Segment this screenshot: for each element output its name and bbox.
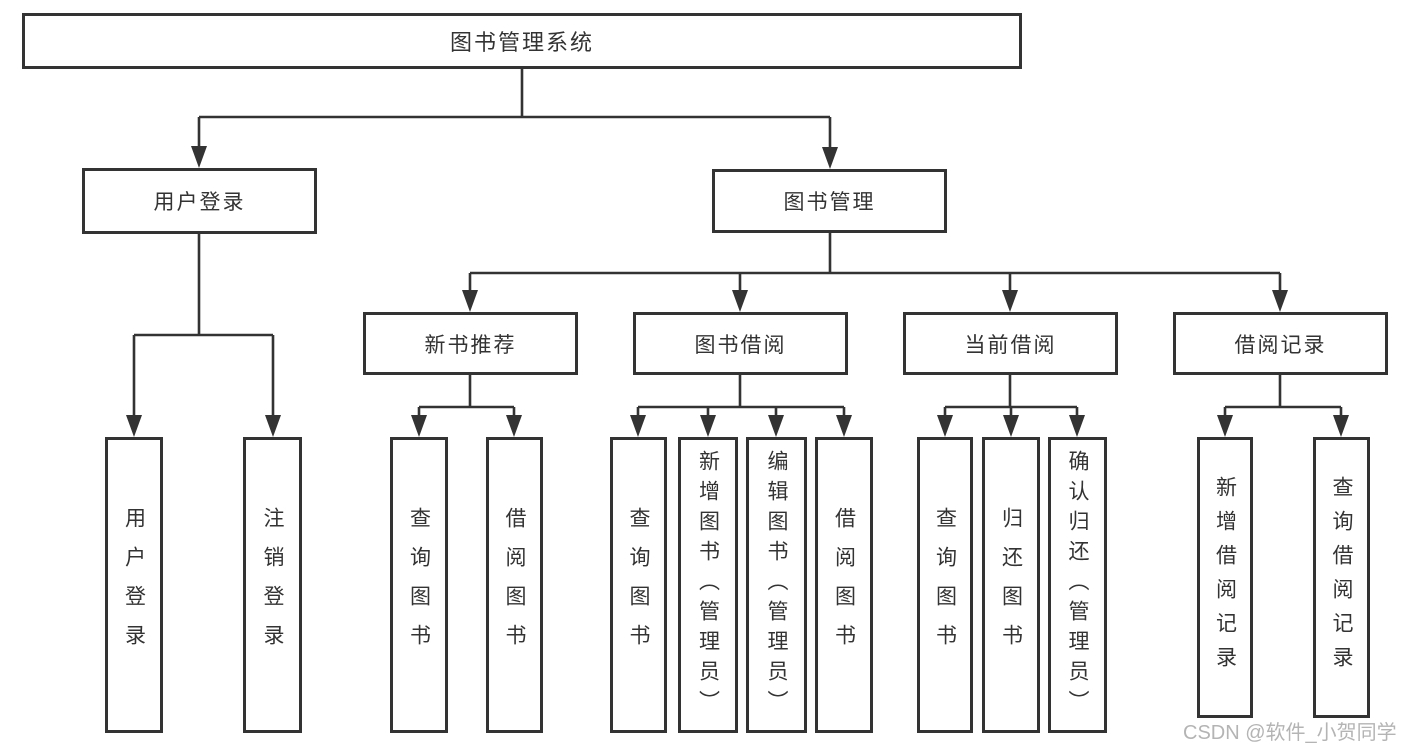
- node-label: 用户登录: [153, 191, 246, 214]
- leaf-edit-books-admin: 编辑图书（管理员）: [746, 437, 807, 733]
- node-library-management-system: 图书管理系统: [22, 13, 1022, 69]
- leaf-label: 查询图书: [627, 507, 650, 663]
- leaf-label: 归还图书: [999, 507, 1023, 663]
- leaf-add-borrow-record: 新增借阅记录: [1197, 437, 1253, 718]
- leaf-label: 借阅图书: [503, 507, 526, 663]
- leaf-query-books: 查询图书: [390, 437, 448, 733]
- node-label: 图书借阅: [694, 333, 787, 357]
- node-current-borrowing: 当前借阅: [903, 312, 1118, 375]
- leaf-user-login: 用户登录: [105, 437, 163, 733]
- leaf-query-books: 查询图书: [610, 437, 667, 733]
- leaf-query-books: 查询图书: [917, 437, 973, 733]
- leaf-query-borrow-record: 查询借阅记录: [1313, 437, 1370, 718]
- leaf-return-books: 归还图书: [982, 437, 1040, 733]
- leaf-add-books-admin: 新增图书（管理员）: [678, 437, 738, 733]
- leaf-label: 查询借阅记录: [1330, 475, 1353, 680]
- node-book-borrowing: 图书借阅: [633, 312, 848, 375]
- leaf-borrow-books: 借阅图书: [815, 437, 873, 733]
- leaf-label: 用户登录: [122, 507, 146, 663]
- leaf-label: 新增图书（管理员）: [696, 450, 720, 720]
- node-borrowing-records: 借阅记录: [1173, 312, 1388, 375]
- leaf-label: 确认归还（管理员）: [1066, 450, 1089, 720]
- node-book-management-branch: 图书管理: [712, 169, 947, 233]
- leaf-label: 查询图书: [407, 507, 431, 663]
- node-new-book-recommendation: 新书推荐: [363, 312, 578, 375]
- csdn-watermark: CSDN @软件_小贺同学: [1183, 722, 1397, 744]
- node-user-login-branch: 用户登录: [82, 168, 317, 234]
- node-label: 图书管理系统: [449, 30, 594, 55]
- leaf-confirm-return-admin: 确认归还（管理员）: [1048, 437, 1107, 733]
- leaf-label: 借阅图书: [832, 507, 856, 663]
- node-label: 借阅记录: [1234, 333, 1327, 357]
- leaf-borrow-books: 借阅图书: [486, 437, 543, 733]
- node-label: 当前借阅: [964, 333, 1057, 357]
- leaf-label: 查询图书: [933, 507, 957, 663]
- node-label: 新书推荐: [424, 333, 517, 357]
- leaf-label: 新增借阅记录: [1213, 475, 1237, 680]
- node-label: 图书管理: [783, 191, 876, 214]
- leaf-label: 编辑图书（管理员）: [765, 450, 788, 720]
- leaf-label: 注销登录: [261, 507, 284, 663]
- leaf-logout: 注销登录: [243, 437, 302, 733]
